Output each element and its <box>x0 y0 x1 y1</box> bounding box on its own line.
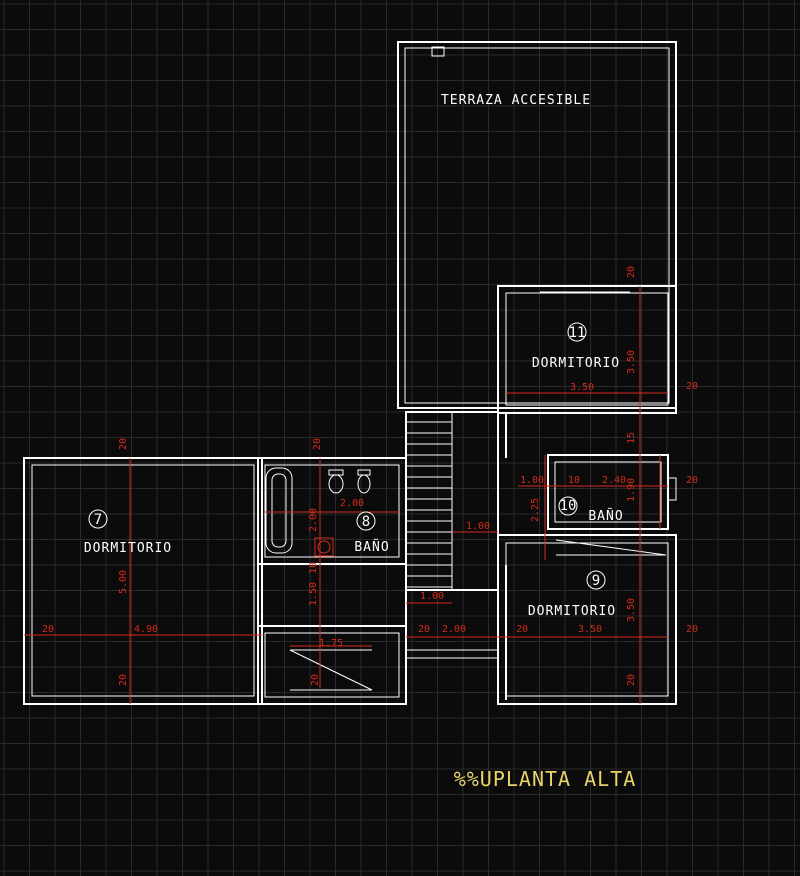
dim-b10-door: 1.00 <box>520 475 544 486</box>
dim-d7-top-wall: 20 <box>118 438 129 450</box>
dim-b8-side: 1.50 <box>308 582 319 606</box>
dim-b10-15: 15 <box>626 432 637 444</box>
dim-right-wall-bot: 20 <box>686 624 698 635</box>
room-label-bano-8: BAÑO <box>354 539 389 555</box>
room-number-circle-8 <box>356 511 376 531</box>
dim-b8-small: 10 <box>308 562 319 574</box>
dim-d9-side: 3.50 <box>626 598 637 622</box>
dim-b8-top-wall: 20 <box>312 438 323 450</box>
room-number-11: 11 <box>569 325 586 341</box>
room-number-circle-7 <box>88 509 108 529</box>
room-number-circle-9 <box>586 570 606 590</box>
dim-hall-width: 1.75 <box>319 638 343 649</box>
dim-d7-bottom-wall: 20 <box>118 674 129 686</box>
dim-stair-width: 1.00 <box>420 591 444 602</box>
dim-d11-side: 3.50 <box>626 350 637 374</box>
room-number-circle-11 <box>567 322 587 342</box>
room-label-dormitorio-11: DORMITORIO <box>532 356 620 371</box>
dim-d7-height: 5.00 <box>118 570 129 594</box>
dimension-lines <box>24 286 668 704</box>
dim-d9-left-wall: 20 <box>516 624 528 635</box>
room-number-7: 7 <box>94 512 102 528</box>
dim-d11-width: 3.50 <box>570 382 594 393</box>
room-number-9: 9 <box>592 573 600 589</box>
room-label-dormitorio-7: DORMITORIO <box>84 541 172 556</box>
dim-b10-side: 1.90 <box>626 478 637 502</box>
room-number-circle-10 <box>558 496 578 516</box>
dim-b10-width: 2.40 <box>602 475 626 486</box>
room-label-bano-10: BAÑO <box>588 508 623 524</box>
bano-10-outline <box>547 454 677 530</box>
staircase <box>405 411 499 591</box>
drawing-title: %%UPLANTA ALTA <box>454 767 637 791</box>
dim-right-wall-top: 20 <box>686 381 698 392</box>
room-number-8: 8 <box>362 514 370 530</box>
dormitorio-7-outline <box>23 457 263 705</box>
dim-hall-200: 2.00 <box>442 624 466 635</box>
room-number-10: 10 <box>560 498 577 514</box>
dormitorio-11-outline <box>497 285 677 414</box>
dim-d7-width: 4.90 <box>134 624 158 635</box>
dim-terrace-wall: 20 <box>626 266 637 278</box>
dim-hall-wall: 20 <box>310 674 321 686</box>
dim-b10-height: 2.25 <box>530 498 541 522</box>
dim-d9-width: 3.50 <box>578 624 602 635</box>
dim-hall-20: 20 <box>418 624 430 635</box>
dim-b8-width: 2.00 <box>340 498 364 509</box>
dim-right-wall-mid: 20 <box>686 475 698 486</box>
dim-d9-bottom: 20 <box>626 674 637 686</box>
dim-d7-left-wall: 20 <box>42 624 54 635</box>
dim-b8-fixture: 2.00 <box>308 508 319 532</box>
dim-stair-landing: 1.00 <box>466 521 490 532</box>
dim-b10-10: 10 <box>568 475 580 486</box>
terraza-outline <box>397 41 677 409</box>
room-label-dormitorio-9: DORMITORIO <box>528 604 616 619</box>
room-label-terraza: TERRAZA ACCESIBLE <box>441 93 591 108</box>
connecting-walls <box>257 407 507 704</box>
